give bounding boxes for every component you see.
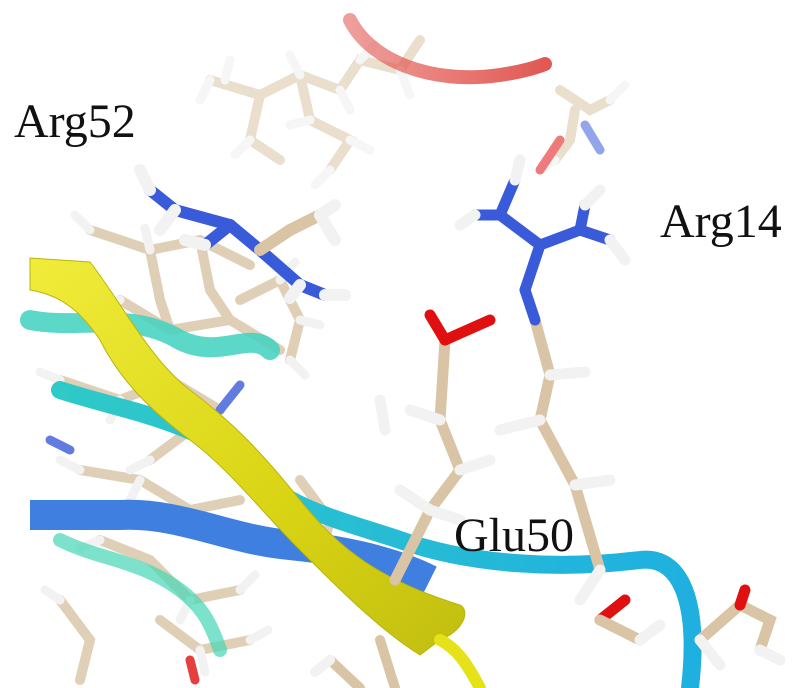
ribbon-yellow	[29, 257, 466, 656]
glu50-side-chain	[374, 309, 496, 586]
background-residue-sticks	[195, 35, 630, 190]
ribbon-teal-lower	[53, 533, 227, 657]
arg52-side-chain	[134, 164, 351, 304]
ribbon-yellow-tail	[434, 634, 486, 688]
ribbon-blue	[30, 499, 437, 594]
label-arg52: Arg52	[14, 95, 136, 148]
label-glu50: Glu50	[454, 509, 574, 562]
arg14-side-chain	[454, 154, 631, 606]
bottom-right-residue	[594, 584, 786, 671]
ribbon-red	[343, 13, 552, 85]
bottom-sticks	[310, 635, 400, 688]
ribbon-teal	[20, 310, 280, 360]
label-arg14: Arg14	[660, 195, 782, 248]
